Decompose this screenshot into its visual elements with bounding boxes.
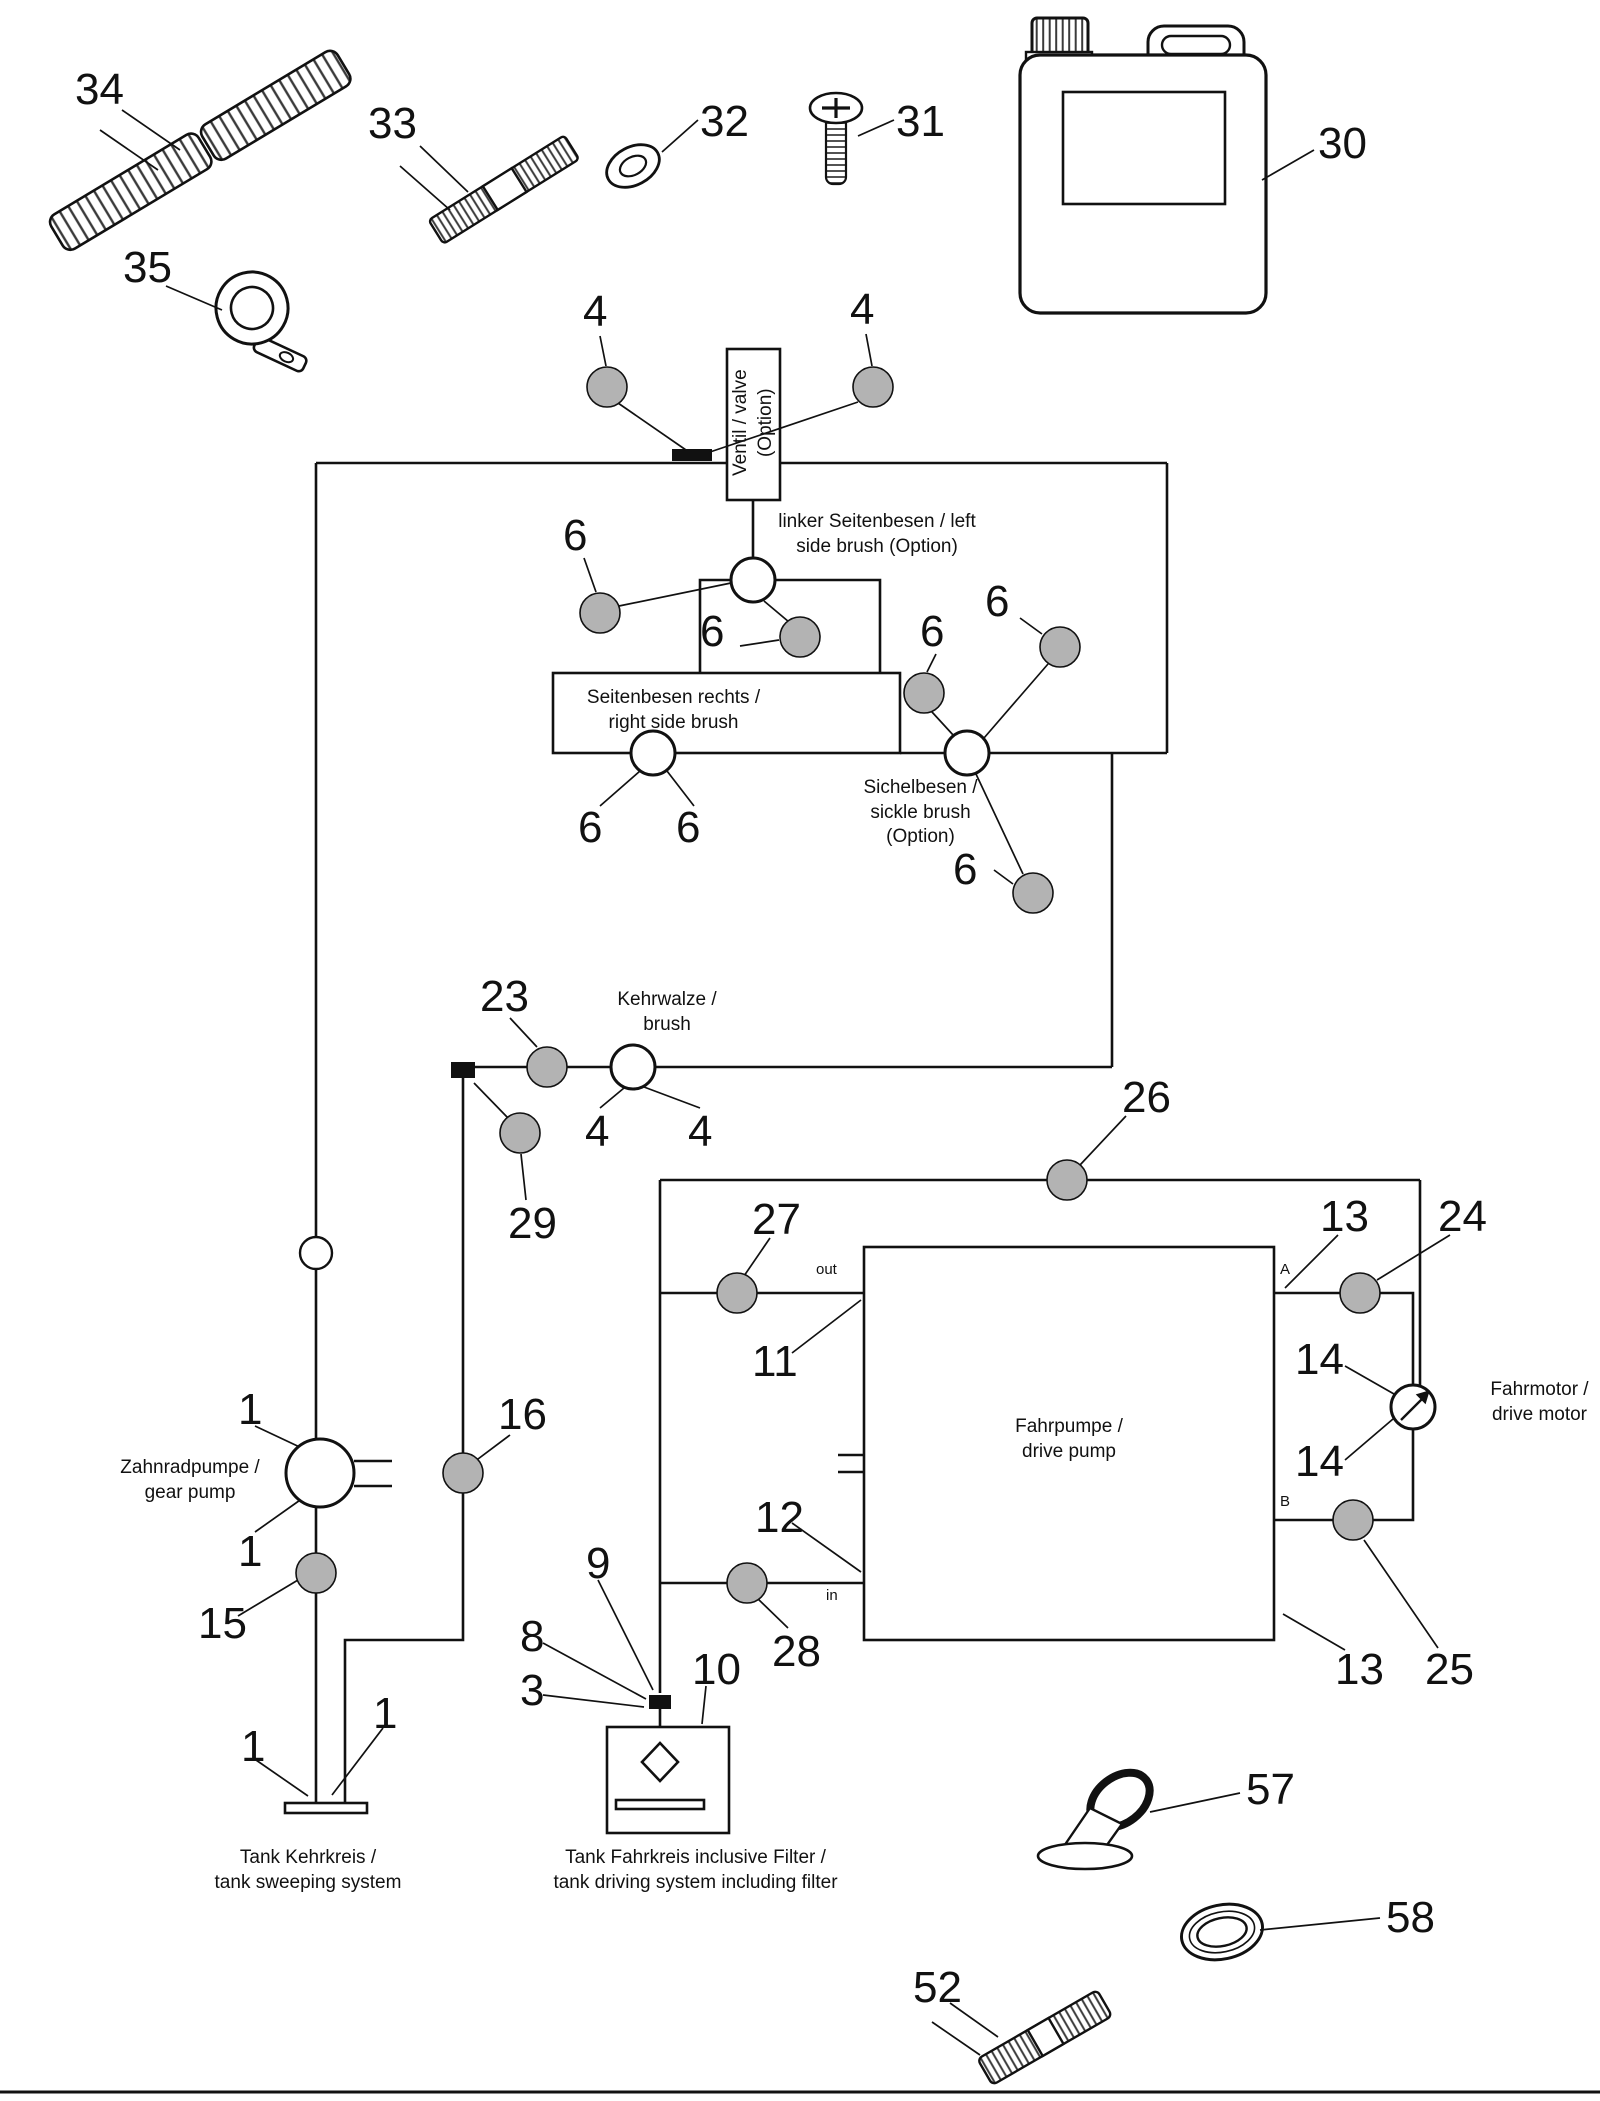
- callout-33: 33: [368, 99, 417, 148]
- callout-4-c: 4: [585, 1107, 610, 1156]
- callout-4-d: 4: [688, 1107, 713, 1156]
- callout-58: 58: [1386, 1893, 1435, 1942]
- part-30-canister: [1018, 16, 1268, 315]
- tank-sweep-symbol: [283, 1801, 369, 1815]
- callout-6-c: 6: [920, 607, 945, 656]
- component-nodes: [284, 556, 1437, 1509]
- callout-14-b: 14: [1295, 1437, 1344, 1486]
- tank-sweep-label: Tank Kehrkreis / tank sweeping system: [214, 1847, 402, 1893]
- port-out-label: out: [816, 1261, 837, 1278]
- roller-brush-node: [609, 1043, 657, 1091]
- gear-pump-node: [284, 1437, 356, 1509]
- part-34-hose: [48, 49, 352, 252]
- leader-lines: [99, 109, 1451, 2056]
- drive-motor-label: Fahrmotor / drive motor: [1490, 1379, 1589, 1425]
- part-58-seal-ring: [1180, 1902, 1264, 1962]
- tank-drive-box: [605, 1725, 731, 1835]
- callout-16: 16: [498, 1390, 547, 1439]
- drive-pump-label: Fahrpumpe / drive pump: [1015, 1416, 1123, 1462]
- callout-1-d: 1: [373, 1689, 398, 1738]
- sickle-brush-node: [943, 729, 991, 777]
- part-35-clamp: [214, 270, 308, 373]
- callout-1-c: 1: [241, 1722, 266, 1771]
- part-57-drain-plug: [1036, 1768, 1154, 1871]
- callout-4-a: 4: [583, 287, 608, 336]
- callout-6-e: 6: [578, 803, 603, 852]
- valve-symbol: [672, 449, 712, 461]
- part-32-washer: [605, 143, 661, 189]
- callout-6-a: 6: [563, 511, 588, 560]
- callout-6-d: 6: [985, 577, 1010, 626]
- callout-15: 15: [198, 1599, 247, 1648]
- callout-32: 32: [700, 97, 749, 146]
- callout-23: 23: [480, 972, 529, 1021]
- line-junction-node: [298, 1235, 334, 1271]
- callout-8: 8: [520, 1612, 545, 1661]
- fittings: [451, 449, 712, 1709]
- callout-11: 11: [752, 1337, 798, 1386]
- callout-14-a: 14: [1295, 1335, 1344, 1384]
- callout-24: 24: [1438, 1192, 1487, 1241]
- port-a-label: A: [1280, 1261, 1291, 1278]
- gear-pump-label: Zahnradpumpe / gear pump: [120, 1457, 260, 1503]
- callout-25: 25: [1425, 1645, 1474, 1694]
- right-side-brush-box: [551, 671, 902, 755]
- callout-52: 52: [913, 1963, 962, 2012]
- callout-13-b: 13: [1335, 1645, 1384, 1694]
- callout-27: 27: [752, 1195, 801, 1244]
- callout-3: 3: [520, 1666, 545, 1715]
- elbow-fitting: [451, 1062, 475, 1078]
- callout-34: 34: [75, 65, 124, 114]
- callout-12: 12: [755, 1493, 804, 1542]
- part-31-screw: [808, 91, 864, 186]
- left-brush-node: [729, 556, 777, 604]
- callout-4-b: 4: [850, 285, 875, 334]
- sickle-brush-label: Sichelbesen / sickle brush (Option): [863, 777, 978, 848]
- filter-symbol: [640, 1741, 680, 1783]
- callout-13-a: 13: [1320, 1192, 1369, 1241]
- callout-57: 57: [1246, 1765, 1295, 1814]
- callout-26: 26: [1122, 1073, 1171, 1122]
- callout-6-g: 6: [953, 845, 978, 894]
- callout-35: 35: [123, 243, 172, 292]
- callout-30: 30: [1318, 119, 1367, 168]
- callout-1-a: 1: [238, 1385, 263, 1434]
- drive-pump-box: [862, 1245, 1276, 1642]
- roller-brush-label: Kehrwalze / brush: [617, 989, 717, 1035]
- drive-motor-arrow: [1400, 1390, 1430, 1421]
- callout-6-f: 6: [676, 803, 701, 852]
- callout-10: 10: [692, 1645, 741, 1694]
- callout-markers: [295, 366, 1381, 1604]
- callout-1-b: 1: [238, 1527, 263, 1576]
- valve-label: Ventil / valve (Option): [729, 369, 776, 477]
- callout-29: 29: [508, 1199, 557, 1248]
- part-52-stud: [978, 1990, 1112, 2085]
- callout-9: 9: [586, 1539, 611, 1588]
- tank-drive-symbol: [614, 1798, 706, 1811]
- port-b-label: B: [1280, 1493, 1291, 1510]
- right-brush-node: [629, 729, 677, 777]
- tank-drive-label: Tank Fahrkreis inclusive Filter / tank d…: [553, 1847, 838, 1893]
- right-side-brush-label: Seitenbesen rechts / right side brush: [586, 687, 761, 733]
- callout-28: 28: [772, 1627, 821, 1676]
- left-side-brush-label: linker Seitenbesen / left side brush (Op…: [778, 511, 976, 557]
- tank-inlet-fitting: [649, 1695, 671, 1709]
- callout-31: 31: [896, 97, 945, 146]
- callout-6-b: 6: [700, 607, 725, 656]
- part-33-stud: [428, 135, 579, 244]
- circuit-lines: [283, 347, 1433, 1835]
- port-in-label: in: [826, 1587, 838, 1604]
- valve-box: [725, 347, 782, 502]
